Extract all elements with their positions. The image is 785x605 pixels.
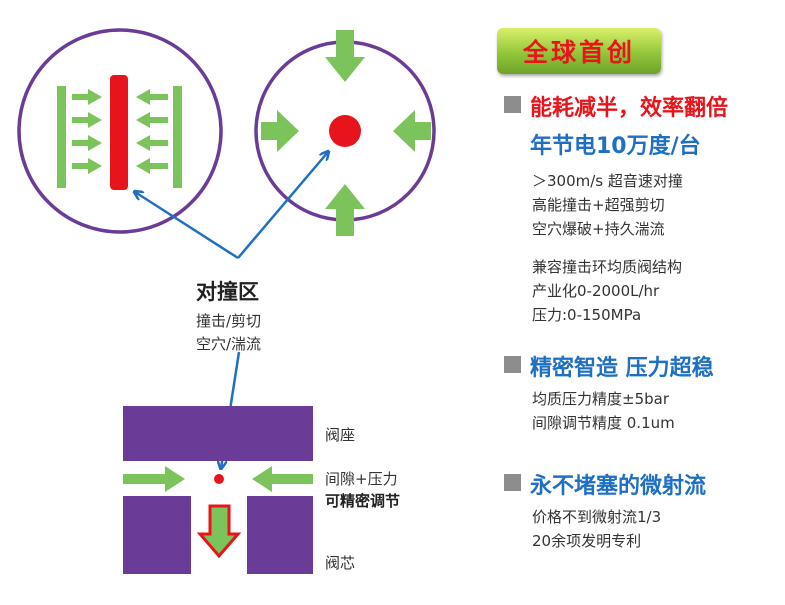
- collision-plane-bar: [110, 75, 128, 190]
- valve-seat-label: 阀座: [325, 426, 356, 444]
- collision-zone-line1: 撞击/剪切: [196, 312, 262, 330]
- flow-arrow-right-icon: [123, 466, 185, 492]
- section1-line: ＞300m/s 超音速对撞: [532, 172, 683, 190]
- section3-title: 永不堵塞的微射流: [530, 474, 707, 499]
- section1-line: 空穴爆破+持久湍流: [532, 220, 665, 238]
- gap-pressure-label: 间隙+压力: [325, 470, 398, 488]
- precise-adjust-label: 可精密调节: [325, 492, 401, 510]
- collision-point-dot: [329, 115, 361, 147]
- inward-arrows-left: [72, 89, 102, 174]
- section2-line: 间隙调节精度 0.1um: [532, 414, 675, 432]
- section1-subtitle: 年节电10万度/台: [530, 134, 701, 159]
- section3-line: 20余项发明专利: [532, 532, 642, 550]
- arrow-up-icon: [325, 184, 365, 236]
- section2-bullet: [504, 356, 521, 373]
- collision-zone-title: 对撞区: [196, 280, 259, 304]
- small-arrow-right-icon: [72, 89, 102, 105]
- gap-collision-dot: [214, 474, 224, 484]
- section1-line: 兼容撞击环均质阀结构: [532, 258, 683, 276]
- valve-core-left: [123, 496, 191, 574]
- small-arrow-left-icon: [136, 89, 168, 105]
- section1-title: 能耗减半，效率翻倍: [530, 96, 729, 121]
- small-arrow-left-icon: [136, 112, 168, 128]
- inward-arrows-right: [136, 89, 168, 174]
- valve-section: [123, 406, 313, 574]
- valve-seat: [123, 406, 313, 461]
- section3-bullet: [504, 474, 521, 491]
- core-down-arrow-icon: [196, 504, 242, 559]
- left-green-bar: [57, 86, 66, 188]
- section1-line: 高能撞击+超强剪切: [532, 196, 665, 214]
- point-collision-circle: [254, 30, 436, 236]
- valve-core-right: [247, 496, 313, 574]
- world-first-badge: 全球首创: [497, 28, 661, 74]
- small-arrow-right-icon: [72, 112, 102, 128]
- section3-line: 价格不到微射流1/3: [532, 508, 662, 526]
- arrow-down-icon: [325, 30, 365, 82]
- section2-title: 精密智造 压力超稳: [530, 356, 714, 381]
- small-arrow-right-icon: [72, 135, 102, 151]
- section1-bullet: [504, 96, 521, 113]
- section2-line: 均质压力精度±5bar: [532, 390, 669, 408]
- arrow-right-icon: [261, 110, 299, 152]
- small-arrow-left-icon: [136, 135, 168, 151]
- small-arrow-left-icon: [136, 158, 168, 174]
- valve-core-label: 阀芯: [325, 554, 356, 572]
- section1-line: 产业化0-2000L/hr: [532, 282, 660, 300]
- linear-collision-circle: [17, 28, 223, 234]
- small-arrow-right-icon: [72, 158, 102, 174]
- section1-line: 压力:0-150MPa: [532, 306, 642, 324]
- homogenizer-diagram: [17, 28, 436, 574]
- arrow-left-icon: [393, 110, 431, 152]
- collision-zone-line2: 空穴/湍流: [196, 335, 262, 353]
- right-green-bar: [173, 86, 182, 188]
- flow-arrow-left-icon: [252, 466, 313, 492]
